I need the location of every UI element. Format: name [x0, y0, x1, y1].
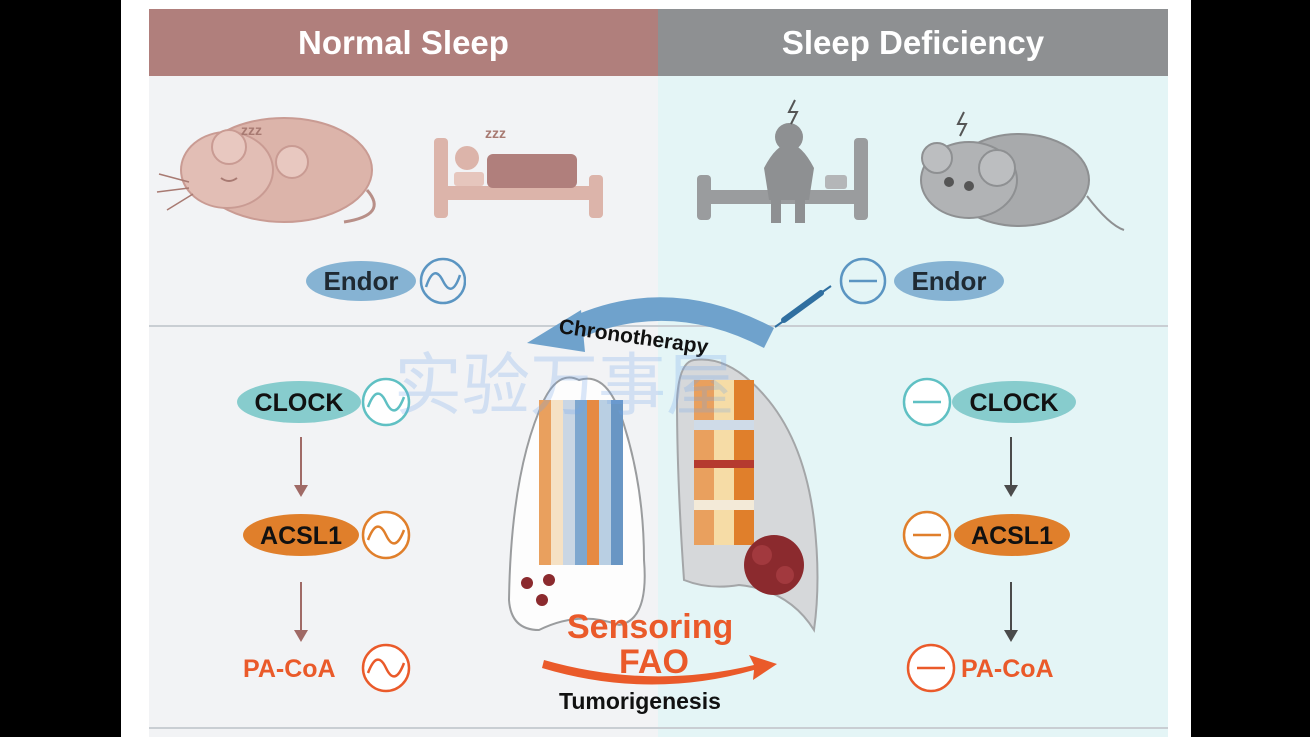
svg-text:zzz: zzz [485, 125, 506, 141]
left-endor-label: Endor [323, 266, 398, 296]
left-clock-node: CLOCK [237, 377, 411, 427]
watermark: 实验万事屋 [394, 348, 735, 424]
diagram-graphics: zzz zzz [156, 99, 1125, 685]
right-pacoa-label: PA-CoA [961, 655, 1054, 683]
sleep-deficiency-header: Sleep Deficiency [658, 9, 1168, 76]
oscillation-icon [366, 392, 406, 412]
right-arrow-acsl1-pacoa [1004, 582, 1018, 642]
right-arrow-clock-acsl1 [1004, 437, 1018, 497]
right-pacoa-node: PA-CoA [906, 643, 1054, 693]
right-endor-label: Endor [911, 266, 986, 296]
sleeping-mouse-icon [156, 117, 376, 224]
oscillation-icon [366, 658, 406, 678]
left-arrow-acsl1-pacoa [294, 582, 308, 642]
oscillation-icon [424, 272, 462, 290]
zzz-icon-mouse: zzz [241, 122, 262, 138]
left-arrow-clock-acsl1 [294, 437, 308, 497]
section-divider [149, 325, 1168, 327]
bottom-divider [149, 727, 1168, 729]
normal-sleep-header: Normal Sleep [149, 9, 658, 76]
right-lung-icon [675, 358, 819, 633]
svg-text:zzz: zzz [241, 122, 262, 138]
left-clock-label: CLOCK [255, 389, 344, 417]
sleepless-mouse-icon [920, 111, 1125, 231]
right-clock-label: CLOCK [970, 389, 1059, 417]
left-lung-icon [507, 376, 646, 632]
sleepless-person-icon [697, 99, 868, 223]
left-acsl1-node: ACSL1 [243, 510, 411, 560]
normal-sleep-title: Normal Sleep [298, 23, 509, 61]
sensoring-fao-arrow [542, 655, 777, 685]
graphical-abstract: Normal Sleep Sleep Deficiency zzz [149, 0, 1168, 737]
right-acsl1-label: ACSL1 [971, 522, 1053, 550]
left-endor-node: Endor [306, 257, 466, 305]
left-pacoa-node: PA-CoA [243, 643, 411, 693]
zzz-icon-bed: zzz [485, 125, 506, 141]
syringe-icon [774, 285, 832, 328]
right-endor-node: Endor [839, 257, 1004, 305]
right-acsl1-node: ACSL1 [902, 510, 1070, 560]
left-acsl1-label: ACSL1 [260, 522, 342, 550]
sleep-deficiency-title: Sleep Deficiency [781, 23, 1045, 61]
sensoring-label: Sensoring [567, 608, 734, 646]
sleeping-bed-icon [434, 138, 603, 218]
oscillation-icon [366, 525, 406, 545]
fao-label: FAO [619, 643, 689, 681]
tumorigenesis-label: Tumorigenesis [559, 688, 721, 714]
right-clock-node: CLOCK [902, 377, 1076, 427]
chronotherapy-arrow [527, 297, 774, 352]
left-pacoa-label: PA-CoA [243, 655, 336, 683]
